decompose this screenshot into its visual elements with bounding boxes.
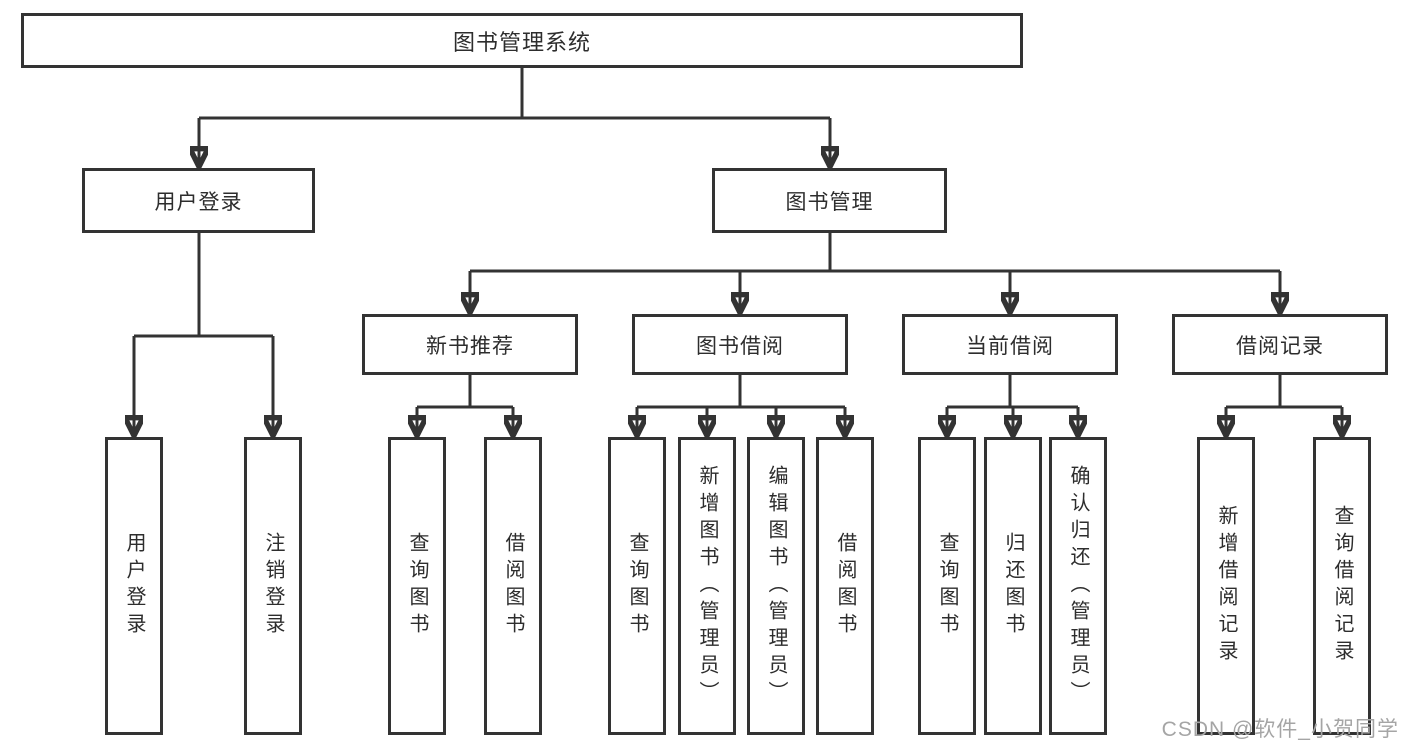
node-user-login: 用户登录 xyxy=(82,168,315,233)
node-book-management-system: 图书管理系统 xyxy=(21,13,1023,68)
node-label: 借阅图书 xyxy=(502,532,524,640)
node-label: 查询图书 xyxy=(626,532,648,640)
node-label: 当前借阅 xyxy=(966,334,1054,358)
node-label: 编辑图书（管理员） xyxy=(765,464,787,708)
leaf-bb-borrow-books: 借阅图书 xyxy=(816,437,874,735)
leaf-bb-edit-books-admin: 编辑图书（管理员） xyxy=(747,437,805,735)
node-book-management: 图书管理 xyxy=(712,168,947,233)
node-label: 借阅记录 xyxy=(1236,334,1324,358)
leaf-bb-query-books: 查询图书 xyxy=(608,437,666,735)
leaf-br-query-record: 查询借阅记录 xyxy=(1313,437,1371,735)
node-borrowing-records: 借阅记录 xyxy=(1172,314,1388,375)
node-label: 图书管理 xyxy=(785,190,874,214)
node-label: 借阅图书 xyxy=(834,532,856,640)
node-label: 用户登录 xyxy=(123,532,145,640)
node-label: 注销登录 xyxy=(262,532,284,640)
leaf-cb-return-books: 归还图书 xyxy=(984,437,1042,735)
node-label: 用户登录 xyxy=(154,190,243,214)
node-label: 图书管理系统 xyxy=(452,29,591,55)
leaf-br-add-record: 新增借阅记录 xyxy=(1197,437,1255,735)
leaf-nb-query-books: 查询图书 xyxy=(388,437,446,735)
watermark-text: CSDN @软件_小贺同学 xyxy=(1161,718,1399,741)
leaf-cb-confirm-return-admin: 确认归还（管理员） xyxy=(1049,437,1107,735)
node-label: 图书借阅 xyxy=(696,334,784,358)
node-label: 查询图书 xyxy=(936,532,958,640)
node-book-borrowing: 图书借阅 xyxy=(632,314,848,375)
node-label: 新增图书（管理员） xyxy=(696,464,718,708)
node-label: 归还图书 xyxy=(1002,532,1024,640)
leaf-bb-add-books-admin: 新增图书（管理员） xyxy=(678,437,736,735)
leaf-user-login: 用户登录 xyxy=(105,437,163,735)
leaf-logout: 注销登录 xyxy=(244,437,302,735)
node-new-book-recommend: 新书推荐 xyxy=(362,314,578,375)
leaf-cb-query-books: 查询图书 xyxy=(918,437,976,735)
node-label: 新增借阅记录 xyxy=(1215,505,1237,667)
node-label: 查询借阅记录 xyxy=(1331,505,1353,667)
node-label: 新书推荐 xyxy=(426,334,514,358)
node-label: 确认归还（管理员） xyxy=(1067,464,1089,708)
node-current-borrowing: 当前借阅 xyxy=(902,314,1118,375)
node-label: 查询图书 xyxy=(406,532,428,640)
leaf-nb-borrow-books: 借阅图书 xyxy=(484,437,542,735)
